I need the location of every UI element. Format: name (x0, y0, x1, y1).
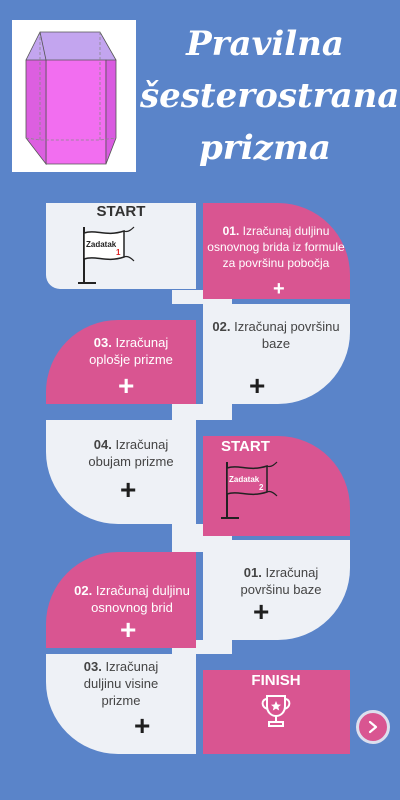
flag-icon: Zadatak 2 (221, 461, 278, 519)
step-text: Izračunaj oplošje prizme (89, 335, 173, 367)
step-number: 01. (222, 224, 240, 238)
plus-icon[interactable]: + (249, 370, 266, 401)
finish-header: FINISH (251, 672, 301, 689)
plus-icon[interactable]: + (118, 370, 135, 401)
step-tile-1-4[interactable]: 04. Izračunaj obujam prizme + (46, 420, 196, 524)
step-text: Izračunaj duljinu osnovnog brida iz form… (207, 224, 345, 270)
prism-image (12, 20, 136, 172)
start-tile-task-1[interactable]: START Zadatak 1 (46, 203, 196, 289)
flag-icon: Zadatak 1 (78, 226, 135, 284)
step-number: 04. (93, 437, 112, 452)
plus-icon[interactable]: + (134, 710, 151, 741)
hexagonal-prism-icon (25, 31, 117, 166)
step-tile-2-1[interactable]: 01. Izračunaj površinu baze + (203, 540, 350, 640)
title-line-1: Pravilna (186, 24, 344, 64)
flag-label: Zadatak (229, 475, 260, 484)
step-tile-1-1[interactable]: 01. Izračunaj duljinu osnovnog brida iz … (203, 203, 350, 299)
step-tile-2-2[interactable]: 02. Izračunaj duljinu osnovnog brid + (46, 552, 196, 648)
chevron-right-icon (368, 720, 378, 734)
plus-icon[interactable]: + (120, 474, 137, 505)
step-tile-2-3[interactable]: 03. Izračunaj duljinu visine prizme + (46, 654, 196, 754)
plus-icon[interactable]: + (273, 278, 285, 300)
step-tile-1-3[interactable]: 03. Izračunaj oplošje prizme + (46, 320, 196, 404)
step-text: Izračunaj obujam prizme (88, 437, 174, 469)
trophy-icon (261, 695, 291, 727)
plus-icon[interactable]: + (253, 596, 270, 627)
path-connector (172, 404, 232, 420)
flag-number: 2 (259, 483, 264, 492)
step-text: Izračunaj duljinu visine prizme (83, 659, 159, 708)
step-number: 02. (74, 583, 93, 598)
next-page-button[interactable] (356, 710, 390, 744)
step-number: 03. (83, 659, 102, 674)
step-tile-1-2[interactable]: 02. Izračunaj površinu baze + (203, 304, 350, 404)
step-number: 03. (93, 335, 112, 350)
step-text: Izračunaj duljinu osnovnog brid (91, 583, 190, 615)
start-tile-task-2[interactable]: START Zadatak 2 (203, 436, 350, 536)
title-line-2: šesterostrana (140, 76, 400, 116)
step-number: 01. (243, 565, 262, 580)
flag-number: 1 (116, 248, 121, 257)
finish-tile[interactable]: FINISH (203, 670, 350, 754)
step-number: 02. (212, 319, 231, 334)
start-header: START (96, 203, 146, 220)
step-text: Izračunaj površinu baze (240, 565, 322, 597)
plus-icon[interactable]: + (120, 614, 137, 645)
step-text: Izračunaj površinu baze (234, 319, 340, 351)
flag-label: Zadatak (86, 240, 117, 249)
title-line-3: prizma (199, 128, 331, 168)
start-header: START (221, 438, 270, 455)
